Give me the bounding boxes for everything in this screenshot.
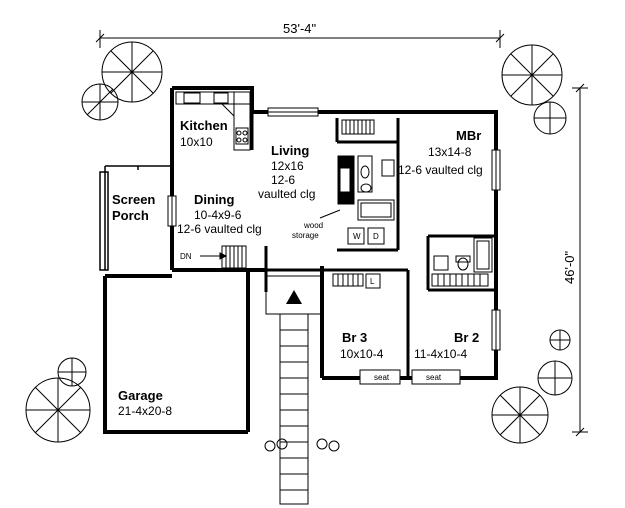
fireplace (337, 155, 355, 205)
kitchen-label: Kitchen (180, 118, 228, 133)
screen-porch-label-line1: Screen (112, 192, 155, 207)
screen-porch-walls (99, 165, 172, 271)
br2-label: Br 2 (454, 330, 479, 345)
wood-storage-label-line2: storage (292, 231, 319, 240)
dining-ceiling: 12-6 vaulted clg (177, 222, 262, 236)
overall-width-label: 53'-4" (283, 21, 317, 36)
br2-seat-label: seat (426, 373, 442, 382)
stair-down-label: DN (180, 252, 192, 261)
washer-label: W (353, 232, 361, 241)
kitchen-cabinets (175, 91, 251, 151)
screen-porch-label-line2: Porch (112, 208, 149, 223)
laundry-appliances (347, 227, 385, 245)
living-size: 12x16 (271, 159, 304, 173)
br3-size: 10x10-4 (340, 347, 384, 361)
mbr-size: 13x14-8 (428, 145, 472, 159)
tree-bottom-left (25, 357, 91, 443)
width-dimension-line (95, 30, 505, 48)
wood-storage-label-line1: wood (303, 221, 323, 230)
shrubs (264, 438, 340, 452)
living-ceiling-height: 12-6 (271, 173, 295, 187)
stairs (200, 245, 247, 269)
interior-walls (250, 112, 496, 378)
linen-closet (365, 273, 381, 289)
living-label: Living (271, 143, 309, 158)
living-ceiling: vaulted clg (258, 187, 315, 201)
dryer-label: D (373, 232, 379, 241)
tree-bottom-right (491, 329, 573, 444)
closets (332, 119, 489, 287)
dining-size: 10-4x9-6 (194, 208, 242, 222)
kitchen-size: 10x10 (180, 135, 213, 149)
bathroom-fixtures (357, 155, 493, 273)
overall-depth-label: 46'-0" (562, 250, 577, 284)
front-walkway (265, 275, 323, 505)
tree-top-left (81, 41, 163, 121)
dining-label: Dining (194, 192, 234, 207)
br3-label: Br 3 (342, 330, 367, 345)
wood-storage-leader (319, 209, 341, 219)
exterior-walls (103, 86, 498, 434)
br3-seat-label: seat (374, 373, 390, 382)
br2-size: 11-4x10-4 (414, 347, 467, 361)
window-seats (359, 369, 461, 385)
mbr-ceiling: 12-6 vaulted clg (398, 163, 483, 177)
mbr-label: MBr (456, 128, 481, 143)
entry-arrow-icon (286, 290, 302, 304)
tree-top-right (501, 44, 567, 135)
depth-dimension-line (572, 83, 588, 437)
garage-label: Garage (118, 388, 163, 403)
garage-size: 21-4x20-8 (118, 404, 172, 418)
linen-closet-label: L (370, 277, 375, 286)
